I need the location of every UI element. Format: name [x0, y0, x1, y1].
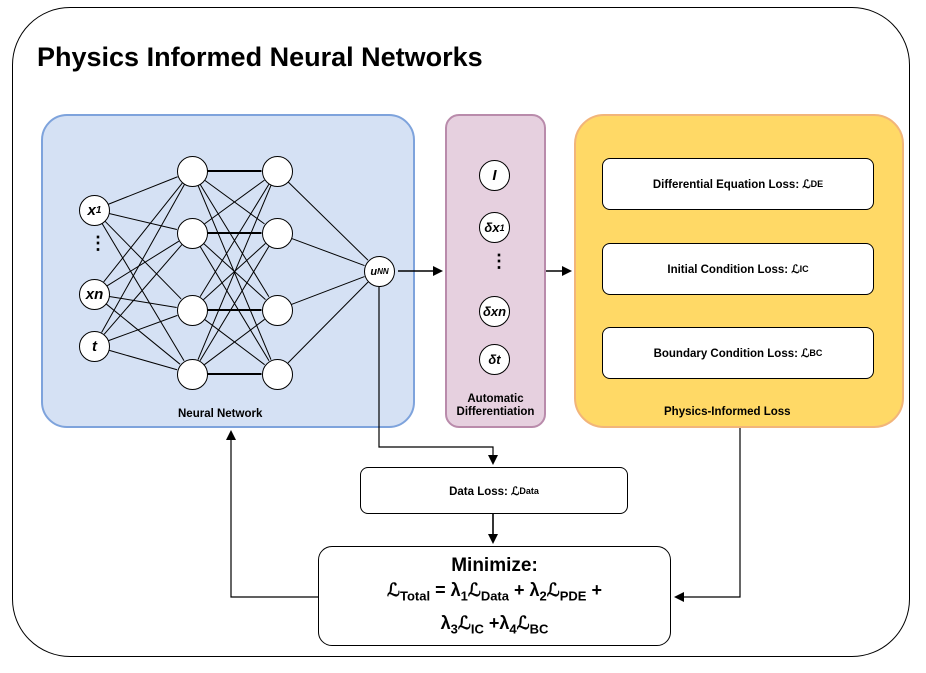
physics-informed-loss-label: Physics-Informed Loss: [664, 406, 791, 418]
equation-subscript: PDE: [559, 588, 587, 604]
ad-operator-dxn: δxn: [479, 296, 510, 327]
equation-term: ℒ: [516, 612, 530, 633]
hidden-node: [177, 156, 208, 187]
equation-term: + λ: [509, 580, 540, 600]
equation-subscript: 1: [460, 588, 468, 604]
equation-term: = λ: [430, 580, 461, 600]
equation-term: ℒ: [546, 580, 560, 600]
diagram-title: Physics Informed Neural Networks: [37, 42, 483, 72]
equation-subscript: IC: [470, 621, 484, 637]
input-ellipsis: ⋮: [89, 233, 107, 253]
ad-ellipsis: ⋮: [490, 251, 508, 271]
equation-term: +λ: [483, 612, 510, 633]
equation-term: λ: [440, 612, 451, 633]
minimize-title: Minimize:: [451, 555, 538, 576]
equation-subscript: 4: [509, 621, 517, 637]
equation-term: ℒ: [467, 580, 481, 600]
minimize-box: Minimize: ℒTotal = λ1ℒData + λ2ℒPDE + λ3…: [318, 546, 671, 646]
equation-subscript: 3: [450, 621, 458, 637]
hidden-node: [177, 218, 208, 249]
total-loss-equation-line1: ℒTotal = λ1ℒData + λ2ℒPDE +: [319, 577, 670, 610]
neural-network-panel: [41, 114, 415, 428]
diagram-frame: [12, 7, 910, 657]
ad-operator-identity: I: [479, 160, 510, 191]
equation-subscript: Total: [399, 588, 431, 604]
equation-term: ℒ: [457, 612, 471, 633]
hidden-node: [177, 295, 208, 326]
ad-label: Automatic Differentiation: [456, 393, 535, 418]
input-node-t: t: [79, 331, 110, 362]
hidden-node: [262, 359, 293, 390]
hidden-node: [262, 156, 293, 187]
total-loss-equation-line2: λ3ℒIC +λ4ℒBC: [319, 610, 670, 643]
ad-operator-dt: δt: [479, 344, 510, 375]
equation-subscript: Data: [480, 588, 509, 604]
equation-subscript: BC: [529, 621, 549, 637]
equation-subscript: 2: [539, 588, 547, 604]
hidden-node: [177, 359, 208, 390]
input-node-xn: xn: [79, 279, 110, 310]
hidden-node: [262, 295, 293, 326]
equation-term: +: [586, 580, 602, 600]
equation-term: ℒ: [387, 580, 400, 600]
neural-network-label: Neural Network: [178, 408, 263, 420]
hidden-node: [262, 218, 293, 249]
